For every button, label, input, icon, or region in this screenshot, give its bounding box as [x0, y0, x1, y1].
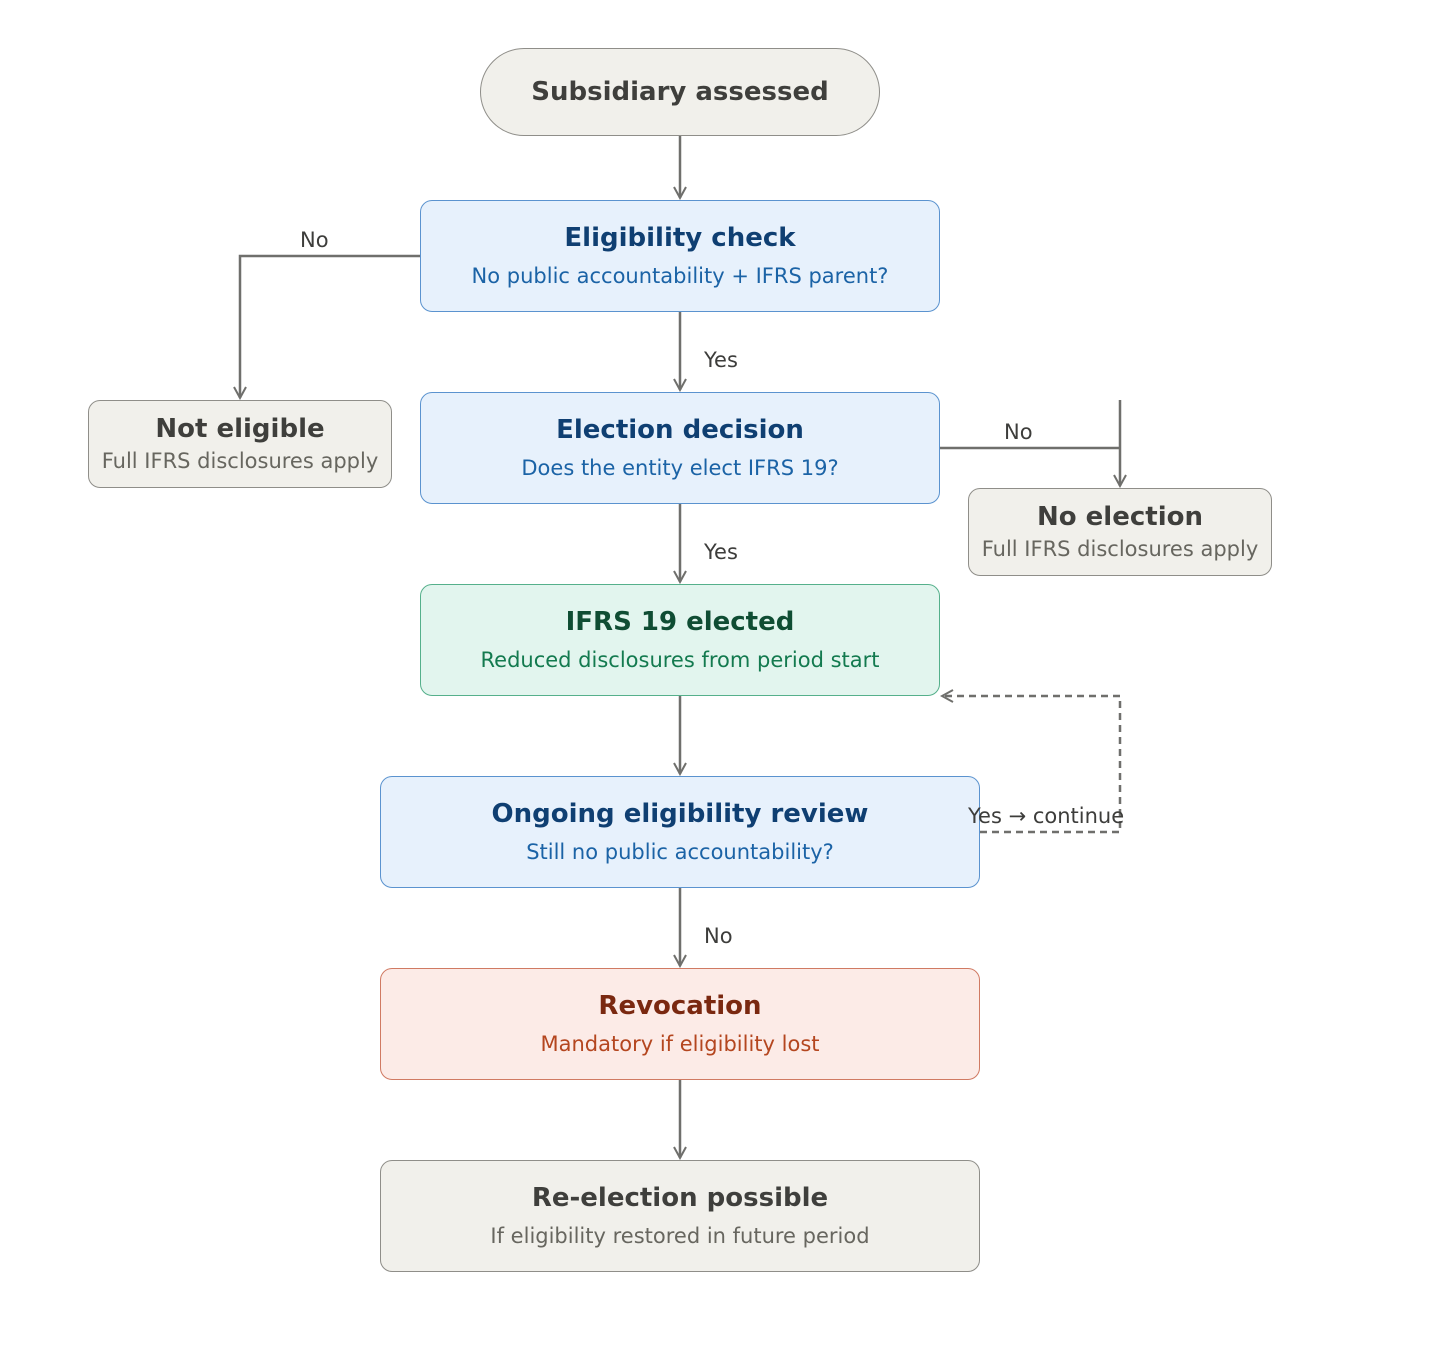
node-subtitle: Mandatory if eligibility lost — [540, 1031, 820, 1056]
node-no-election: No election Full IFRS disclosures apply — [968, 488, 1272, 576]
node-subtitle: Full IFRS disclosures apply — [981, 536, 1259, 561]
node-title: Not eligible — [155, 414, 325, 445]
node-revocation: Revocation Mandatory if eligibility lost — [380, 968, 980, 1080]
node-subtitle: Full IFRS disclosures apply — [101, 448, 379, 473]
node-title: Election decision — [556, 415, 804, 446]
edge-label-election-no: No — [1004, 420, 1033, 444]
node-title: Eligibility check — [564, 223, 796, 254]
node-subtitle: No public accountability + IFRS parent? — [471, 263, 889, 288]
node-subtitle: If eligibility restored in future period — [490, 1223, 870, 1248]
node-not-eligible: Not eligible Full IFRS disclosures apply — [88, 400, 392, 488]
node-election-decision: Election decision Does the entity elect … — [420, 392, 940, 504]
node-subtitle: Reduced disclosures from period start — [480, 647, 880, 672]
node-title: Ongoing eligibility review — [491, 799, 869, 830]
node-title: Revocation — [598, 991, 762, 1022]
node-subtitle: Still no public accountability? — [526, 839, 834, 864]
node-title: Subsidiary assessed — [531, 76, 829, 107]
edge-label-eligibility-no: No — [300, 228, 329, 252]
edge-label-review-yes: Yes → continue — [968, 804, 1125, 828]
edge-label-eligibility-yes: Yes — [704, 348, 738, 372]
edge-review-loop — [942, 696, 1122, 834]
edge-label-election-yes: Yes — [704, 540, 738, 564]
node-ongoing-review: Ongoing eligibility review Still no publ… — [380, 776, 980, 888]
node-title: No election — [1037, 502, 1203, 533]
node-subsidiary-assessed: Subsidiary assessed — [480, 48, 880, 136]
node-reelection-possible: Re-election possible If eligibility rest… — [380, 1160, 980, 1272]
node-ifrs19-elected: IFRS 19 elected Reduced disclosures from… — [420, 584, 940, 696]
edge-label-review-no: No — [704, 924, 733, 948]
node-subtitle: Does the entity elect IFRS 19? — [521, 455, 839, 480]
node-title: Re-election possible — [531, 1183, 829, 1214]
edge-election-no — [940, 400, 1120, 486]
node-eligibility-check: Eligibility check No public accountabili… — [420, 200, 940, 312]
node-title: IFRS 19 elected — [565, 607, 795, 638]
edge-eligibility-no — [240, 254, 420, 398]
